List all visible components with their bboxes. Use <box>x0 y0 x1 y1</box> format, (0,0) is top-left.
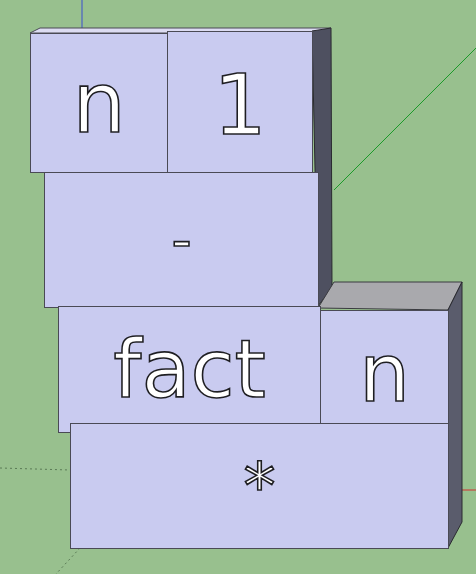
block-top-face <box>318 282 462 310</box>
block-label: - <box>171 212 191 268</box>
code-block: fact <box>58 306 321 433</box>
block-label: n <box>359 334 410 414</box>
block-label: 1 <box>213 63 266 147</box>
code-block: n <box>320 310 449 438</box>
code-block: n <box>30 33 168 173</box>
code-block: 1 <box>167 31 313 178</box>
block-label: * <box>244 454 276 518</box>
z-axis <box>82 0 83 30</box>
x-axis <box>462 490 476 491</box>
guide-line <box>56 548 80 574</box>
block-label: n <box>72 61 125 145</box>
y-axis <box>334 48 476 190</box>
code-block: * <box>70 423 449 549</box>
code-block: - <box>44 172 319 308</box>
block-side-face <box>448 282 462 548</box>
guide-line <box>0 468 70 470</box>
block-label: fact <box>113 330 266 410</box>
